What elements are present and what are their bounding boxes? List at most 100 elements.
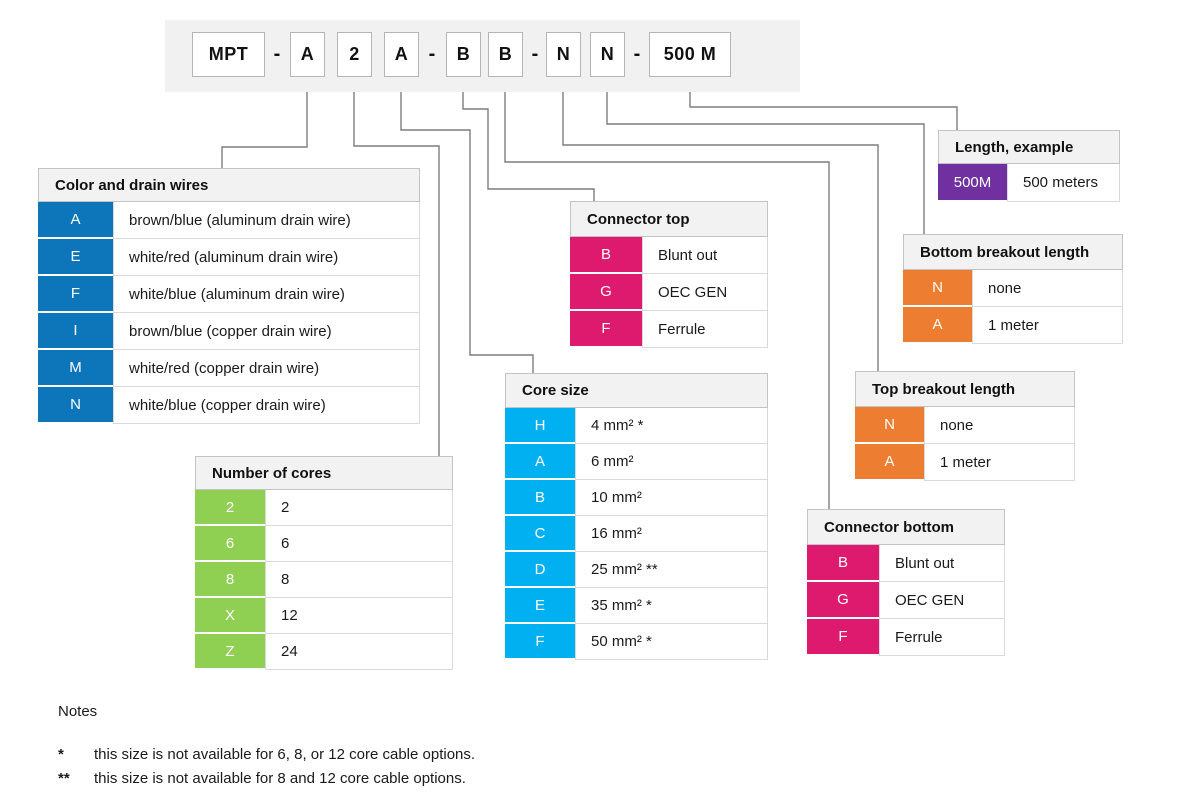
table-row: B Blunt out <box>570 237 768 274</box>
desc-cell: white/blue (copper drain wire) <box>113 387 420 424</box>
desc-cell: 4 mm² * <box>575 408 768 444</box>
code-cell: M <box>38 350 113 387</box>
code-cell: G <box>807 582 879 619</box>
table-row: C 16 mm² <box>505 516 768 552</box>
table-core-size: Core size H 4 mm² * A 6 mm² B 10 mm² C 1… <box>505 373 768 660</box>
table-number-of-cores: Number of cores 2 2 6 6 8 8 X 12 Z 24 <box>195 456 453 670</box>
table-row: 8 8 <box>195 562 453 598</box>
code-cell: G <box>570 274 642 311</box>
code-box-bottom-breakout: N <box>590 32 625 77</box>
table-row: B Blunt out <box>807 545 1005 582</box>
note-text: this size is not available for 8 and 12 … <box>94 770 466 787</box>
code-cell: A <box>38 202 113 239</box>
code-cell: B <box>807 545 879 582</box>
table-row: 6 6 <box>195 526 453 562</box>
code-cell: 6 <box>195 526 265 562</box>
code-box-length: 500 M <box>649 32 731 77</box>
code-cell: H <box>505 408 575 444</box>
desc-cell: Ferrule <box>642 311 768 348</box>
table-row: X 12 <box>195 598 453 634</box>
code-cell: A <box>855 444 924 481</box>
desc-cell: 25 mm² ** <box>575 552 768 588</box>
code-cell: F <box>570 311 642 348</box>
code-cell: Z <box>195 634 265 670</box>
table-title: Color and drain wires <box>38 168 420 202</box>
code-cell: B <box>505 480 575 516</box>
code-cell: I <box>38 313 113 350</box>
table-title: Number of cores <box>195 456 453 490</box>
code-separator: - <box>273 43 281 65</box>
note-item: ** this size is not available for 8 and … <box>58 770 618 787</box>
table-row: F 50 mm² * <box>505 624 768 660</box>
wire-top-breakout <box>562 86 879 371</box>
desc-cell: OEC GEN <box>879 582 1005 619</box>
table-row: A 1 meter <box>855 444 1075 481</box>
table-row: 500M 500 meters <box>938 164 1120 202</box>
table-row: A 6 mm² <box>505 444 768 480</box>
desc-cell: white/red (aluminum drain wire) <box>113 239 420 276</box>
desc-cell: 1 meter <box>924 444 1075 481</box>
table-bottom-breakout-length: Bottom breakout length N none A 1 meter <box>903 234 1123 344</box>
note-marker: ** <box>58 770 70 787</box>
table-row: F Ferrule <box>570 311 768 348</box>
desc-cell: 24 <box>265 634 453 670</box>
table-row: N white/blue (copper drain wire) <box>38 387 420 424</box>
desc-cell: white/red (copper drain wire) <box>113 350 420 387</box>
table-row: N none <box>855 407 1075 444</box>
code-cell: F <box>807 619 879 656</box>
table-row: E white/red (aluminum drain wire) <box>38 239 420 276</box>
desc-cell: none <box>972 270 1123 307</box>
desc-cell: white/blue (aluminum drain wire) <box>113 276 420 313</box>
code-cell: 8 <box>195 562 265 598</box>
code-cell: A <box>505 444 575 480</box>
code-cell: C <box>505 516 575 552</box>
desc-cell: 6 <box>265 526 453 562</box>
code-cell: N <box>38 387 113 424</box>
code-box-core-size: A <box>384 32 419 77</box>
table-connector-bottom: Connector bottom B Blunt out G OEC GEN F… <box>807 509 1005 656</box>
code-cell: N <box>903 270 972 307</box>
code-cell: B <box>570 237 642 274</box>
table-color-and-drain-wires: Color and drain wires A brown/blue (alum… <box>38 168 420 424</box>
table-row: F Ferrule <box>807 619 1005 656</box>
code-separator: - <box>531 43 539 65</box>
desc-cell: 12 <box>265 598 453 634</box>
code-cell: D <box>505 552 575 588</box>
table-row: N none <box>903 270 1123 307</box>
desc-cell: Blunt out <box>879 545 1005 582</box>
table-row: D 25 mm² ** <box>505 552 768 588</box>
table-row: G OEC GEN <box>570 274 768 311</box>
table-row: I brown/blue (copper drain wire) <box>38 313 420 350</box>
wire-conn-top <box>462 86 595 201</box>
code-box-prefix: MPT <box>192 32 265 77</box>
wire-bottom-breakout <box>606 86 925 234</box>
code-cell: A <box>903 307 972 344</box>
table-title: Bottom breakout length <box>903 234 1123 270</box>
code-cell: F <box>505 624 575 660</box>
table-row: B 10 mm² <box>505 480 768 516</box>
code-cell: X <box>195 598 265 634</box>
wire-color-drain <box>221 86 308 168</box>
desc-cell: brown/blue (copper drain wire) <box>113 313 420 350</box>
note-item: * this size is not available for 6, 8, o… <box>58 746 618 763</box>
desc-cell: 500 meters <box>1007 164 1120 202</box>
desc-cell: 50 mm² * <box>575 624 768 660</box>
code-cell: E <box>38 239 113 276</box>
code-box-cores: 2 <box>337 32 372 77</box>
table-title: Connector bottom <box>807 509 1005 545</box>
table-connector-top: Connector top B Blunt out G OEC GEN F Fe… <box>570 201 768 348</box>
table-title: Connector top <box>570 201 768 237</box>
desc-cell: brown/blue (aluminum drain wire) <box>113 202 420 239</box>
notes-heading: Notes <box>58 703 98 720</box>
desc-cell: 6 mm² <box>575 444 768 480</box>
code-separator: - <box>633 43 641 65</box>
code-separator: - <box>428 43 436 65</box>
code-cell: E <box>505 588 575 624</box>
desc-cell: 16 mm² <box>575 516 768 552</box>
table-title: Top breakout length <box>855 371 1075 407</box>
table-top-breakout-length: Top breakout length N none A 1 meter <box>855 371 1075 481</box>
code-box-connector-top: B <box>446 32 481 77</box>
wire-length <box>689 86 958 130</box>
desc-cell: 1 meter <box>972 307 1123 344</box>
